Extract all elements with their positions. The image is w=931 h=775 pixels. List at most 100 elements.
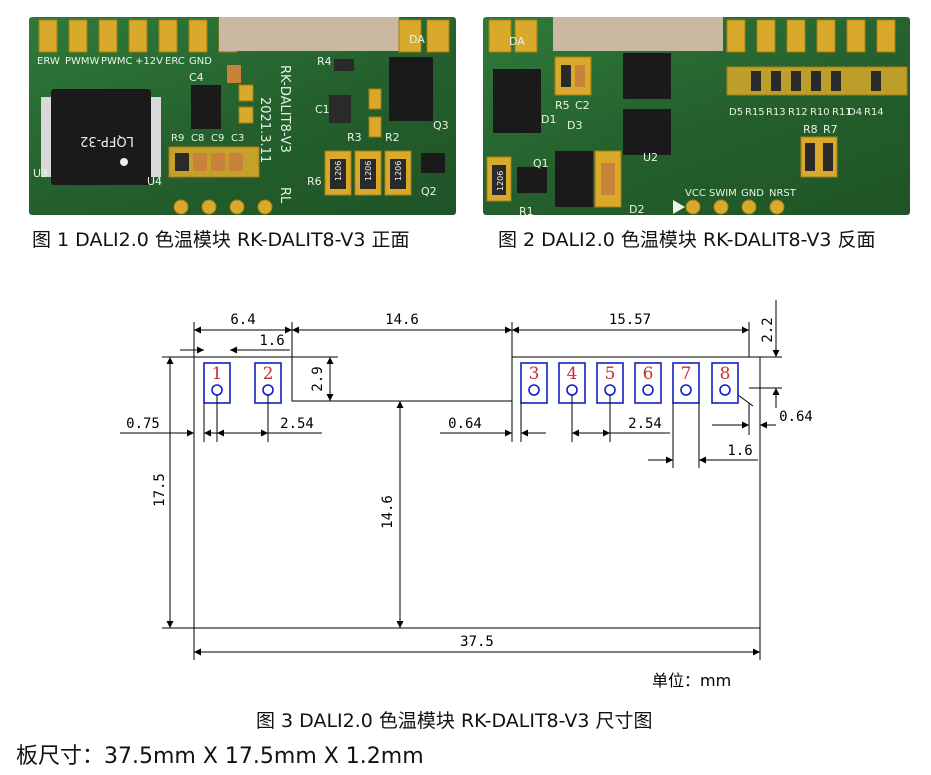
dim-pin-offset-group: 1.6	[180, 333, 290, 354]
pin-pads	[203, 362, 739, 404]
dim-right-edge-group: 0.64	[712, 394, 813, 435]
dim-pitch-right: 2.54	[628, 416, 662, 432]
dim-left-edge: 0.75	[126, 416, 160, 432]
svg-text:NRST: NRST	[769, 188, 797, 199]
dim-notch-depth: 2.9	[310, 366, 326, 391]
front-c1	[329, 95, 351, 123]
chip-label: LQFP-32	[80, 133, 134, 148]
front-r6-block: 1206 1206 1206	[324, 150, 412, 196]
front-r4	[334, 59, 354, 71]
svg-text:R9: R9	[171, 133, 184, 144]
dim-pin-offset: 1.6	[259, 333, 284, 349]
pin-1-label: 1	[212, 364, 223, 384]
svg-text:Q2: Q2	[421, 185, 437, 198]
svg-text:R13: R13	[766, 107, 786, 118]
svg-text:1206: 1206	[364, 161, 373, 181]
pin-7-pad	[672, 362, 700, 404]
svg-text:GND: GND	[741, 188, 764, 199]
dim-inner-height: 14.6	[380, 495, 396, 529]
dimension-drawing: 1 2 3 4 5 6 7 8 6.4 14.6 15.57 2.2 1.6	[120, 300, 813, 690]
svg-text:R11: R11	[832, 107, 852, 118]
pin-7-label: 7	[681, 364, 692, 384]
dim-top-right: 15.57	[609, 312, 651, 328]
svg-text:D4: D4	[848, 107, 862, 118]
svg-text:VCC: VCC	[685, 188, 706, 199]
back-bottom-pads	[673, 199, 785, 215]
svg-text:R8: R8	[803, 123, 818, 136]
pin-6-label: 6	[643, 364, 654, 384]
header-label-pwmc: PWMC	[101, 56, 133, 67]
dim-left-edge-group: 0.75	[120, 403, 222, 442]
svg-text:R10: R10	[810, 107, 830, 118]
back-photo-caption: 图 2 DALI2.0 色温模块 RK-DALIT8-V3 反面	[498, 229, 876, 251]
back-board-artwork: 1206 VCC SWIM GND NRST DA R5 C2 D1 D3 U2…	[486, 17, 908, 215]
lqfp-chip: LQFP-32	[41, 89, 161, 185]
front-bottom-pads	[173, 199, 273, 215]
svg-text:Q1: Q1	[533, 157, 549, 170]
pin-numbers: 1 2 3 4 5 6 7 8	[212, 364, 731, 384]
front-header-labels: ERW PWMW PWMC +12V ERC GND	[37, 56, 212, 67]
svg-text:DA: DA	[509, 35, 525, 48]
front-cap-c4	[227, 65, 241, 83]
dim-height-group: 17.5	[152, 356, 194, 629]
dim-right-edge: 0.64	[779, 409, 813, 425]
svg-text:D5: D5	[729, 107, 743, 118]
front-board-text: RK-DALIT8-V3 2021.3.11 RL	[257, 65, 292, 204]
board-size-text: 板尺寸：37.5mm X 17.5mm X 1.2mm	[16, 744, 424, 769]
pin-8-label: 8	[720, 364, 731, 384]
svg-text:R1: R1	[519, 205, 534, 215]
svg-text:RL: RL	[277, 187, 292, 204]
dim-pitch-right-group: 2.54	[571, 395, 670, 442]
header-label-erw: ERW	[37, 56, 60, 67]
unit-label: 单位：mm	[652, 671, 731, 690]
svg-text:C3: C3	[231, 133, 244, 144]
back-d1	[493, 69, 541, 133]
svg-text:1206: 1206	[334, 161, 343, 181]
front-resistor-row	[168, 146, 260, 178]
svg-text:R7: R7	[823, 123, 838, 136]
board-outline	[193, 356, 761, 629]
pin-8-pad	[711, 362, 739, 404]
svg-text:R15: R15	[745, 107, 765, 118]
svg-text:D2: D2	[629, 203, 644, 215]
dim-notch-group: 2.9	[292, 356, 338, 402]
svg-text:1206: 1206	[394, 161, 403, 181]
svg-text:C9: C9	[211, 133, 224, 144]
svg-text:Q3: Q3	[433, 119, 449, 132]
back-board-photo: 1206 VCC SWIM GND NRST DA R5 C2 D1 D3 U2…	[483, 17, 910, 215]
back-u2	[623, 109, 671, 155]
header-label-pwmw: PWMW	[65, 56, 100, 67]
top-dimensions: 6.4 14.6 15.57	[193, 312, 750, 357]
svg-text:U3: U3	[33, 167, 48, 180]
drawing-caption: 图 3 DALI2.0 色温模块 RK-DALIT8-V3 尺寸图	[256, 710, 653, 732]
front-photo-caption: 图 1 DALI2.0 色温模块 RK-DALIT8-V3 正面	[32, 229, 410, 251]
dim-top-left: 6.4	[230, 312, 255, 328]
front-q3	[389, 57, 433, 121]
front-board-artwork: ERW PWMW PWMC +12V ERC GND LQFP-32	[33, 17, 450, 215]
dim-right-top: 2.2	[760, 317, 776, 342]
svg-text:R6: R6	[307, 175, 322, 188]
svg-text:U2: U2	[643, 151, 658, 164]
pin-5-label: 5	[605, 364, 616, 384]
svg-text:R2: R2	[385, 131, 400, 144]
dim-inner-height-group: 14.6	[380, 401, 404, 628]
svg-text:R5: R5	[555, 99, 570, 112]
svg-text:SWIM: SWIM	[709, 188, 737, 199]
back-pin-labels: VCC SWIM GND NRST	[685, 188, 797, 199]
back-d3	[555, 151, 593, 207]
svg-text:DA: DA	[409, 33, 425, 46]
svg-text:U4: U4	[147, 175, 162, 188]
back-ref-labels: DA R5 C2 D1 D3 U2 Q1 R1 D2 D5 R15 R13 R1…	[509, 35, 884, 215]
dim-top-mid: 14.6	[385, 312, 419, 328]
svg-text:R12: R12	[788, 107, 808, 118]
back-q1	[517, 167, 547, 193]
back-header-pads	[488, 17, 896, 53]
header-label-12v: +12V	[135, 56, 163, 67]
dim-width-group: 37.5	[193, 628, 761, 660]
dim-pitch-left: 2.54	[280, 416, 314, 432]
front-q2	[421, 153, 445, 173]
svg-text:D1: D1	[541, 113, 556, 126]
back-led-row	[726, 66, 908, 96]
svg-text:R3: R3	[347, 131, 362, 144]
back-ic-top	[623, 53, 671, 99]
